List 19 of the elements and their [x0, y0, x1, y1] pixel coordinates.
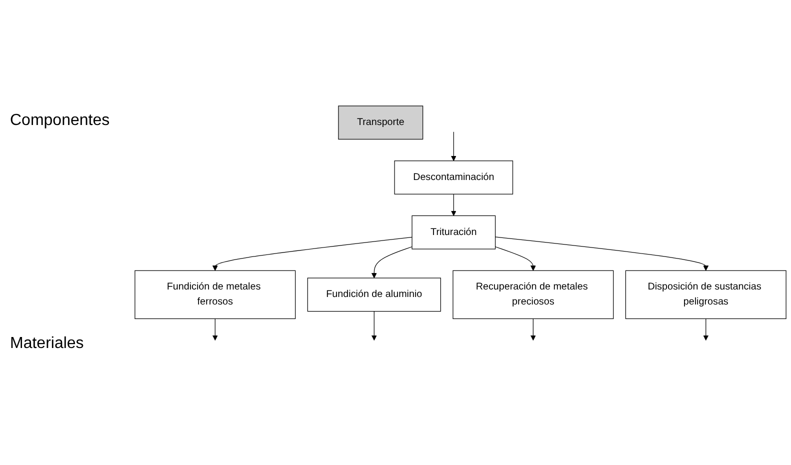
stage-label: Materiales	[10, 334, 85, 353]
node-box: Trituración	[412, 216, 496, 250]
node-box: Recuperación de metales preciosos	[452, 270, 614, 320]
arrow	[703, 318, 709, 341]
node-box: Fundición de aluminio	[307, 278, 441, 312]
node-box: Transporte	[338, 106, 424, 140]
node-box: Descontaminación	[394, 160, 514, 195]
arrow	[450, 194, 456, 216]
node-box: Disposición de sustancias peligrosas	[625, 270, 786, 320]
arrow	[450, 132, 456, 162]
arrow	[212, 318, 218, 341]
arrow	[212, 236, 412, 271]
stage-label: Componentes	[10, 112, 111, 130]
arrow	[494, 246, 536, 271]
arrow	[530, 318, 536, 341]
node-box: Fundición de metales ferrosos	[134, 270, 296, 320]
arrow	[371, 246, 412, 278]
arrow	[371, 311, 377, 341]
arrow	[494, 236, 709, 271]
